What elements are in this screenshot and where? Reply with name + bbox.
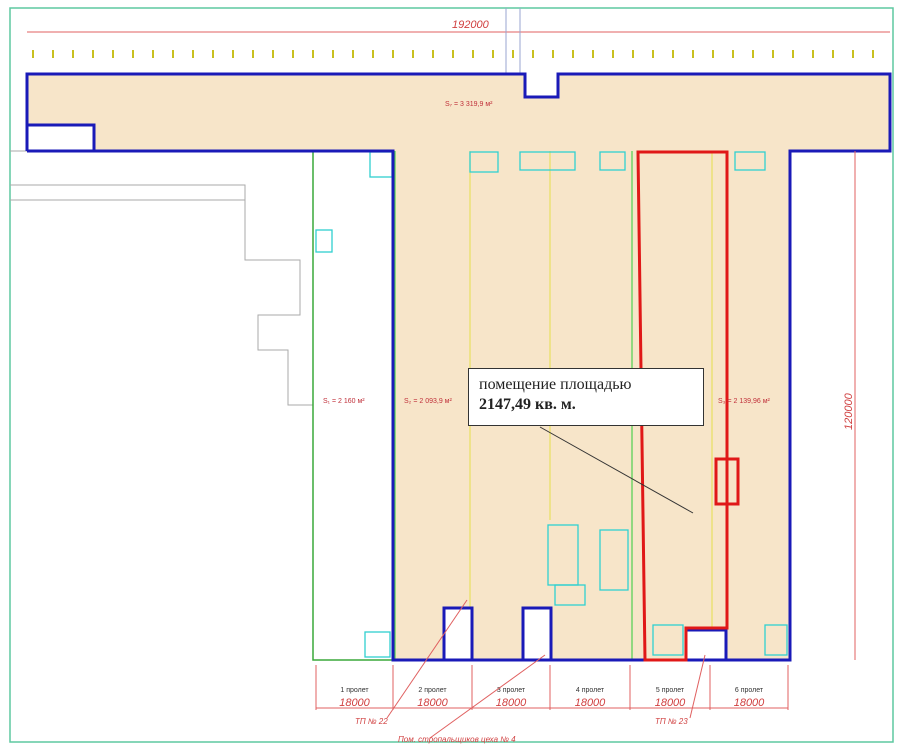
column-marker — [452, 50, 454, 58]
column-marker — [212, 50, 214, 58]
column-marker — [372, 50, 374, 58]
column-marker — [732, 50, 734, 58]
column-marker — [292, 50, 294, 58]
span-label: 4 пролет — [576, 687, 605, 694]
column-marker — [272, 50, 274, 58]
span-label: 1 пролет — [340, 687, 369, 694]
column-marker — [392, 50, 394, 58]
callout-area: 2147,49 кв. м. — [479, 396, 576, 413]
span-size: 18000 — [575, 697, 606, 709]
span-label: 5 пролет — [656, 687, 685, 694]
span-size: 18000 — [655, 697, 686, 709]
column-marker — [532, 50, 534, 58]
interior-fixtures — [315, 151, 788, 658]
column-marker — [192, 50, 194, 58]
zone-s7-label: S₇ = 3 319,9 м² — [445, 101, 493, 108]
span-label: 3 пролет — [497, 687, 526, 694]
leader-line — [689, 654, 706, 719]
column-marker — [132, 50, 134, 58]
column-marker — [252, 50, 254, 58]
note-room: Пом. стропальщиков цеха № 4 — [398, 735, 516, 744]
column-marker — [612, 50, 614, 58]
column-marker — [772, 50, 774, 58]
leader-line — [386, 599, 468, 719]
zone-s3-label: S₃ = 2 139,96 м² — [718, 398, 771, 405]
column-marker — [832, 50, 834, 58]
callout-leader — [539, 426, 694, 514]
column-marker — [332, 50, 334, 58]
note-tp22: ТП № 22 — [355, 717, 388, 726]
column-marker — [352, 50, 354, 58]
column-marker — [172, 50, 174, 58]
highlighted-room — [714, 457, 740, 506]
span-label: 2 пролет — [418, 687, 447, 694]
column-marker — [712, 50, 714, 58]
column-marker — [92, 50, 94, 58]
building-fill — [27, 74, 890, 660]
span-size: 18000 — [734, 697, 765, 709]
leader-line — [429, 654, 546, 739]
column-marker — [152, 50, 154, 58]
highlighted-premises — [636, 150, 729, 662]
column-marker — [72, 50, 74, 58]
bottom-rooms — [442, 606, 728, 662]
adjacent-building — [10, 150, 313, 406]
column-marker — [552, 50, 554, 58]
column-marker — [672, 50, 674, 58]
column-marker — [492, 50, 494, 58]
column-marker — [32, 50, 34, 58]
column-marker — [812, 50, 814, 58]
column-marker — [512, 50, 514, 58]
column-marker — [852, 50, 854, 58]
column-marker — [752, 50, 754, 58]
building-outline — [25, 72, 892, 662]
span-size: 18000 — [417, 697, 448, 709]
column-marker — [872, 50, 874, 58]
column-marker — [112, 50, 114, 58]
zone-s1-label: S₁ = 2 160 м² — [323, 398, 365, 405]
column-marker — [692, 50, 694, 58]
callout-line1: помещение площадью — [479, 376, 632, 393]
width-dimension-label: 192000 — [452, 19, 490, 31]
column-marker — [312, 50, 314, 58]
column-marker — [412, 50, 414, 58]
column-marker — [792, 50, 794, 58]
column-marker — [572, 50, 574, 58]
zone-s2-label: S₂ = 2 093,9 м² — [404, 398, 452, 405]
column-marker — [592, 50, 594, 58]
column-marker — [652, 50, 654, 58]
span-dimension-lines — [315, 665, 789, 710]
area-callout: помещение площадью 2147,49 кв. м. — [468, 368, 704, 426]
column-marker — [632, 50, 634, 58]
span-size: 18000 — [496, 697, 527, 709]
depth-dimension-label: 120000 — [843, 392, 855, 430]
span-size: 18000 — [339, 697, 370, 709]
column-marker — [432, 50, 434, 58]
drawing-frame — [9, 7, 894, 743]
column-markers — [32, 50, 874, 58]
column-marker — [472, 50, 474, 58]
note-tp23: ТП № 23 — [655, 717, 688, 726]
zone-s1 — [312, 150, 394, 661]
span-label: 6 пролет — [735, 687, 764, 694]
column-marker — [52, 50, 54, 58]
column-marker — [232, 50, 234, 58]
